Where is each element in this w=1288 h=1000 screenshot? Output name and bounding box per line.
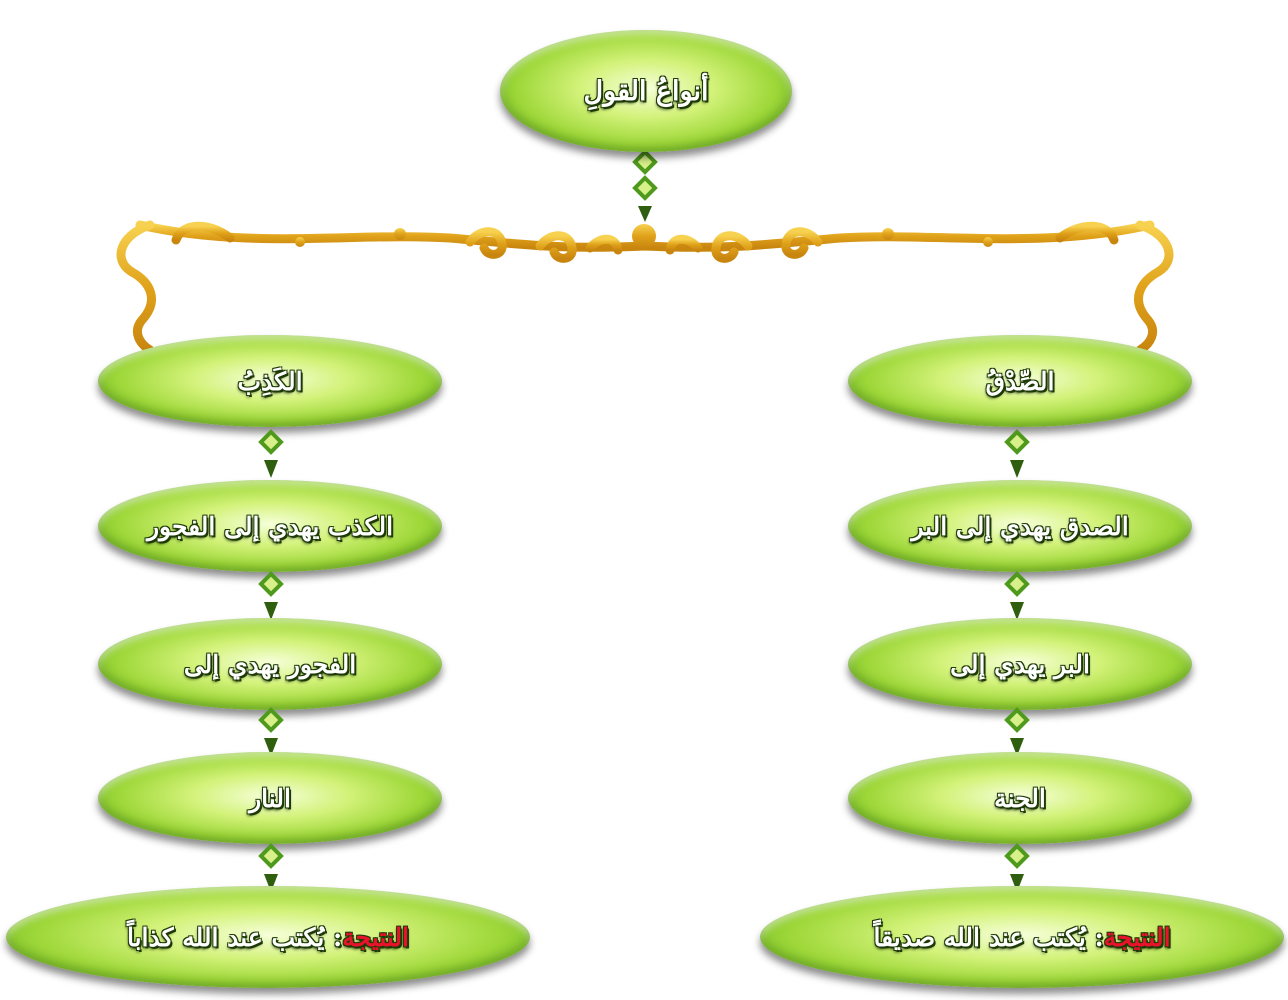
lie-result-node: النتيجة: يُكتب عند الله كذاباً [6,886,530,988]
truth-result-separator: : [1085,922,1104,952]
lie-result-label: النتيجة [342,922,410,952]
root-node: أنواعُ القولِ [500,30,792,152]
lie-result-separator: : [324,922,343,952]
truth-connector-4 [1004,843,1030,892]
lie-step-3-label: النار [249,783,291,813]
truth-connector-1 [1004,429,1030,478]
truth-step-3-label: الجنة [994,783,1046,813]
truth-result-node: النتيجة: يُكتب عند الله صديقاً [760,886,1284,988]
truth-result-text: النتيجة: يُكتب عند الله صديقاً [873,923,1170,952]
truth-result-label: النتيجة [1103,922,1171,952]
truth-result-value: يُكتب عند الله صديقاً [873,922,1086,952]
truth-connector-3 [1004,707,1030,756]
truth-step-2-node: البر يهدي إلى [848,618,1192,710]
lie-connector-4 [258,843,284,892]
lie-connector-1 [258,429,284,478]
truth-header-label: الصِّدْقُ [985,366,1055,396]
root-connector [632,149,658,222]
truth-step-1-label: الصدق يهدي إلى البر [911,511,1129,541]
lie-step-1-label: الكذب يهدي إلى الفجور [146,511,394,541]
lie-connector-3 [258,707,284,756]
ornament-bridge [116,220,1174,355]
root-label: أنواعُ القولِ [583,75,709,107]
lie-result-value: يُكتب عند الله كذاباً [126,922,325,952]
lie-header-node: الكَذِبُ [98,335,442,427]
truth-connector-2 [1004,571,1030,620]
truth-step-2-label: البر يهدي إلى [950,649,1090,679]
truth-header-node: الصِّدْقُ [848,335,1192,427]
lie-step-3-node: النار [98,752,442,844]
lie-step-2-node: الفجور يهدي إلى [98,618,442,710]
lie-step-1-node: الكذب يهدي إلى الفجور [98,480,442,572]
lie-step-2-label: الفجور يهدي إلى [183,649,357,679]
truth-step-3-node: الجنة [848,752,1192,844]
truth-step-1-node: الصدق يهدي إلى البر [848,480,1192,572]
lie-connector-2 [258,571,284,620]
lie-header-label: الكَذِبُ [237,366,303,396]
lie-result-text: النتيجة: يُكتب عند الله كذاباً [127,923,409,952]
